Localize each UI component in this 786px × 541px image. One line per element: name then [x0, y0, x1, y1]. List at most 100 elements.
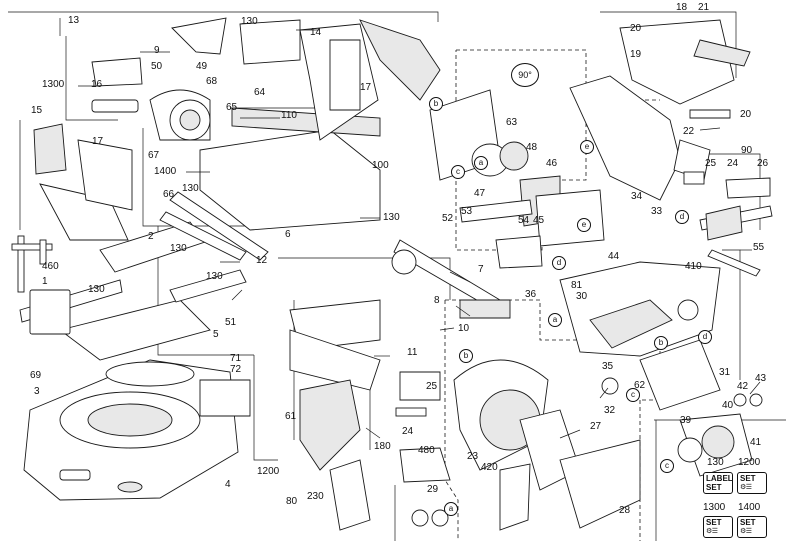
callout-130f: 130	[206, 271, 223, 282]
callout-130b: 130	[182, 183, 199, 194]
callout-100: 100	[372, 160, 389, 171]
callout-1300b: 1300	[703, 502, 726, 513]
gear-housing	[559, 261, 721, 411]
ref-circle-d: d	[552, 256, 566, 270]
callout-44: 44	[608, 251, 620, 262]
callout-130e: 130	[88, 284, 105, 295]
callout-28: 28	[619, 505, 631, 516]
callout-31: 31	[719, 367, 731, 378]
callout-43: 43	[755, 373, 767, 384]
callout-33: 33	[651, 206, 663, 217]
kit-box-label-set-line2: SET	[706, 483, 722, 492]
callout-19: 19	[630, 49, 642, 60]
callout-110: 110	[281, 110, 297, 121]
callout-72: 72	[230, 364, 242, 375]
ref-circle-e: e	[577, 218, 591, 232]
callout-17b: 17	[92, 136, 104, 147]
callout-53: 53	[461, 206, 473, 217]
callout-41: 41	[750, 437, 762, 448]
callout-65: 65	[226, 102, 238, 113]
kit-box-1400-icons: ⚙☰	[740, 528, 752, 535]
callout-11: 11	[407, 347, 418, 358]
callout-10: 10	[458, 323, 470, 334]
blade-guard-upper	[149, 89, 381, 231]
callout-46: 46	[546, 158, 558, 169]
ref-circle-e-2: e	[580, 140, 594, 154]
callout-130g: 130	[707, 457, 724, 468]
callout-25b: 25	[705, 158, 717, 169]
callout-23: 23	[467, 451, 479, 462]
ref-circle-c-3: c	[660, 459, 674, 473]
callout-7: 7	[478, 264, 484, 275]
callout-47: 47	[474, 188, 486, 199]
tube-rails	[159, 191, 269, 261]
callout-17: 17	[360, 82, 372, 93]
callout-1400: 1400	[154, 166, 177, 177]
laser-and-mount	[395, 371, 451, 483]
callout-81: 81	[571, 280, 583, 291]
kit-box-1300-line1: SET	[706, 518, 722, 527]
callout-1200b: 1200	[738, 457, 761, 468]
clamp-assembly	[11, 235, 53, 293]
callout-6: 6	[285, 229, 291, 240]
ref-circle-a-3: a	[444, 502, 458, 516]
callout-63: 63	[506, 117, 518, 128]
callout-20: 20	[630, 23, 642, 34]
ref-circle-c: c	[451, 165, 465, 179]
callout-62: 62	[634, 380, 646, 391]
ref-circle-b-2: b	[654, 336, 668, 350]
shaft-and-spring	[699, 177, 773, 277]
callout-49: 49	[196, 61, 208, 72]
callout-4: 4	[225, 479, 231, 490]
callout-15: 15	[31, 105, 43, 116]
callout-66: 66	[163, 189, 175, 200]
ref-circle-b: b	[429, 97, 443, 111]
callout-8: 8	[434, 295, 440, 306]
callout-67: 67	[148, 150, 160, 161]
callout-230: 230	[307, 491, 324, 502]
ref-circle-d-3: d	[698, 330, 712, 344]
kit-box-1200-line1: SET	[740, 474, 756, 483]
callout-34: 34	[631, 191, 643, 202]
callout-51: 51	[225, 317, 237, 328]
rotation-90-badge: 90°	[511, 63, 539, 87]
callout-54: 54	[518, 215, 530, 226]
leader-lines	[59, 18, 761, 439]
callout-16: 16	[91, 79, 103, 90]
callout-5: 5	[213, 329, 219, 340]
callout-410: 410	[685, 261, 702, 272]
callout-68: 68	[206, 76, 218, 87]
callout-35: 35	[602, 361, 614, 372]
callout-42: 42	[737, 381, 749, 392]
callout-24: 24	[402, 426, 414, 437]
lower-arm-parts	[289, 239, 511, 531]
kit-box-label-set: LABEL SET	[703, 472, 733, 494]
callout-40: 40	[722, 400, 734, 411]
callout-1200: 1200	[257, 466, 280, 477]
callout-13: 13	[68, 15, 80, 26]
callout-460: 460	[42, 261, 59, 272]
callout-64: 64	[254, 87, 266, 98]
ref-circle-d-2: d	[675, 210, 689, 224]
callout-1: 1	[42, 276, 48, 287]
kit-box-set-1300: SET ⚙☰	[703, 516, 733, 538]
callout-420: 420	[481, 462, 498, 473]
callout-24b: 24	[727, 158, 739, 169]
belt-cover-and-pulley	[677, 393, 763, 477]
callout-130c: 130	[383, 212, 400, 223]
callout-36: 36	[525, 289, 537, 300]
ref-circle-c-2: c	[626, 388, 640, 402]
callout-55: 55	[753, 242, 765, 253]
callout-21: 21	[698, 2, 710, 13]
callout-12: 12	[256, 255, 268, 266]
group-frame-lines	[8, 11, 786, 541]
dust-chute-left	[33, 123, 133, 241]
callout-1300: 1300	[42, 79, 65, 90]
callout-29: 29	[427, 484, 439, 495]
callout-30: 30	[576, 291, 588, 302]
callout-26: 26	[757, 158, 769, 169]
base-turntable-assembly	[23, 299, 251, 501]
callout-480: 480	[418, 445, 435, 456]
handle-assembly-right	[569, 19, 751, 201]
